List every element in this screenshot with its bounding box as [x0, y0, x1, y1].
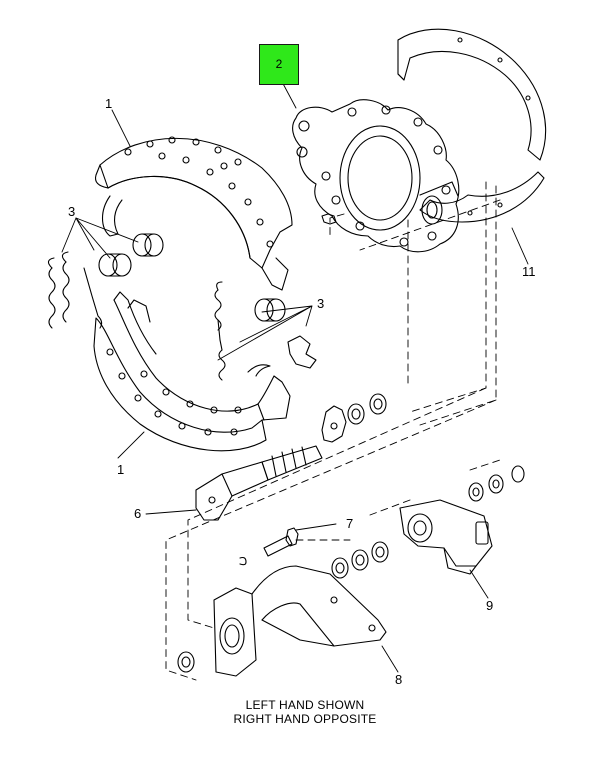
return-spring-center — [214, 281, 226, 381]
brake-shoe-upper — [94, 136, 293, 291]
callout-1-upper: 1 — [105, 96, 112, 111]
callout-6: 6 — [134, 506, 141, 521]
callout-1-lower: 1 — [117, 462, 124, 477]
callout-7: 7 — [346, 516, 353, 531]
callout-8: 8 — [395, 672, 402, 687]
camshaft — [195, 445, 323, 521]
retainer-clips — [247, 335, 317, 377]
slack-adjuster — [399, 499, 493, 575]
roller-lower — [254, 298, 286, 322]
callout-3-right: 3 — [317, 296, 324, 311]
caption-line-2: RIGHT HAND OPPOSITE — [233, 712, 377, 726]
brake-shoe-lower — [93, 291, 291, 452]
slack-washers — [468, 465, 525, 502]
cam-seal-stack — [321, 393, 387, 443]
brake-spider — [292, 99, 460, 253]
camshaft-bracket — [213, 565, 387, 677]
bolt — [239, 527, 299, 566]
roller-upper-b — [98, 253, 132, 277]
leader-lines — [61, 77, 529, 673]
highlighted-part-number: 2 — [275, 57, 283, 71]
callout-9: 9 — [486, 598, 493, 613]
dust-shield — [397, 28, 547, 223]
bracket-seals — [331, 541, 389, 579]
return-spring-left — [47, 251, 103, 329]
callout-11: 11 — [522, 264, 536, 279]
callout-3-left: 3 — [68, 204, 75, 219]
caption-line-1: LEFT HAND SHOWN — [245, 698, 365, 712]
highlighted-part-callout[interactable] — [259, 44, 299, 85]
explode-lines — [165, 181, 501, 681]
bracket-seal — [177, 651, 195, 673]
roller-upper-a — [132, 233, 164, 257]
